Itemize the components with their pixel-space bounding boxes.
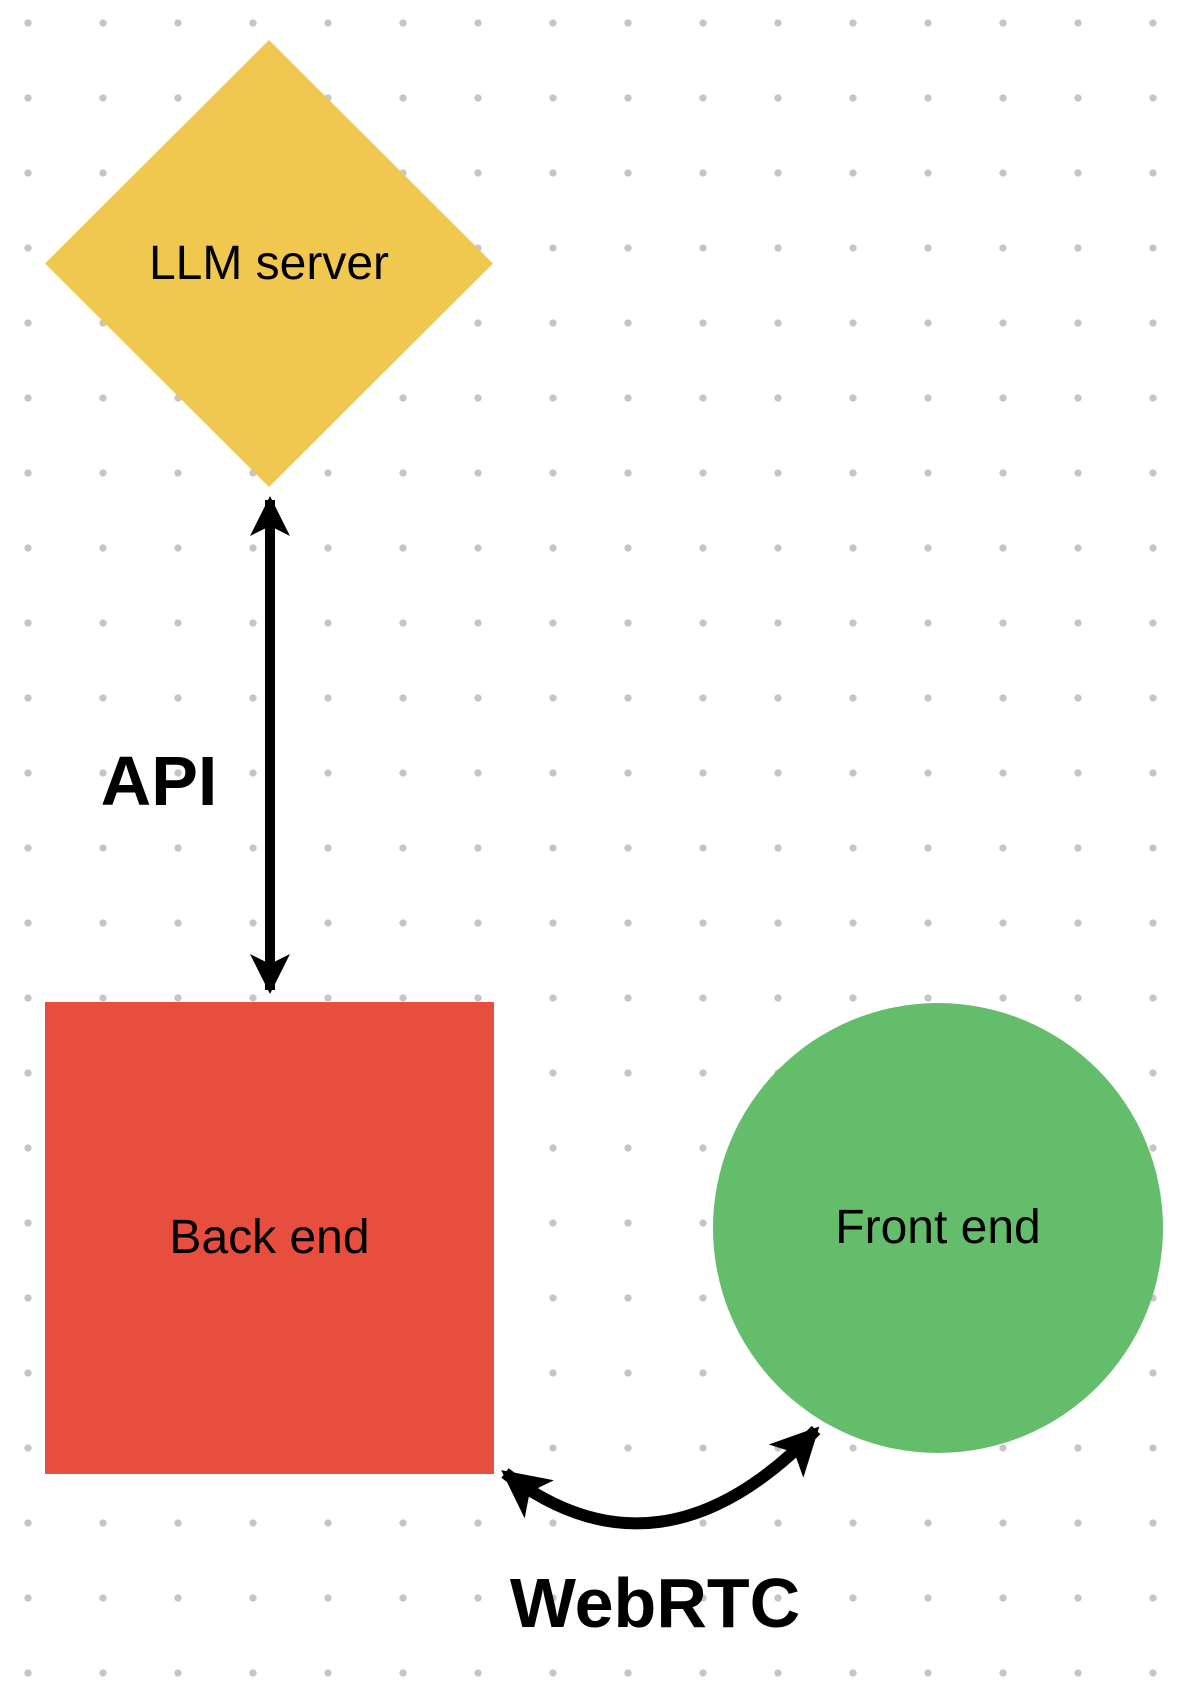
webrtc-connector-arrow	[501, 1425, 821, 1530]
node-label-llm-server: LLM server	[148, 236, 390, 290]
edge-label-webrtc: WebRTC	[509, 1564, 801, 1642]
node-front-end: Front end	[713, 1003, 1163, 1453]
node-label-back-end: Back end	[169, 1211, 370, 1265]
node-back-end: Back end	[45, 1002, 494, 1474]
node-llm-server: LLM server	[45, 40, 493, 487]
edge-label-api: API	[100, 742, 218, 820]
node-label-front-end: Front end	[835, 1201, 1041, 1255]
